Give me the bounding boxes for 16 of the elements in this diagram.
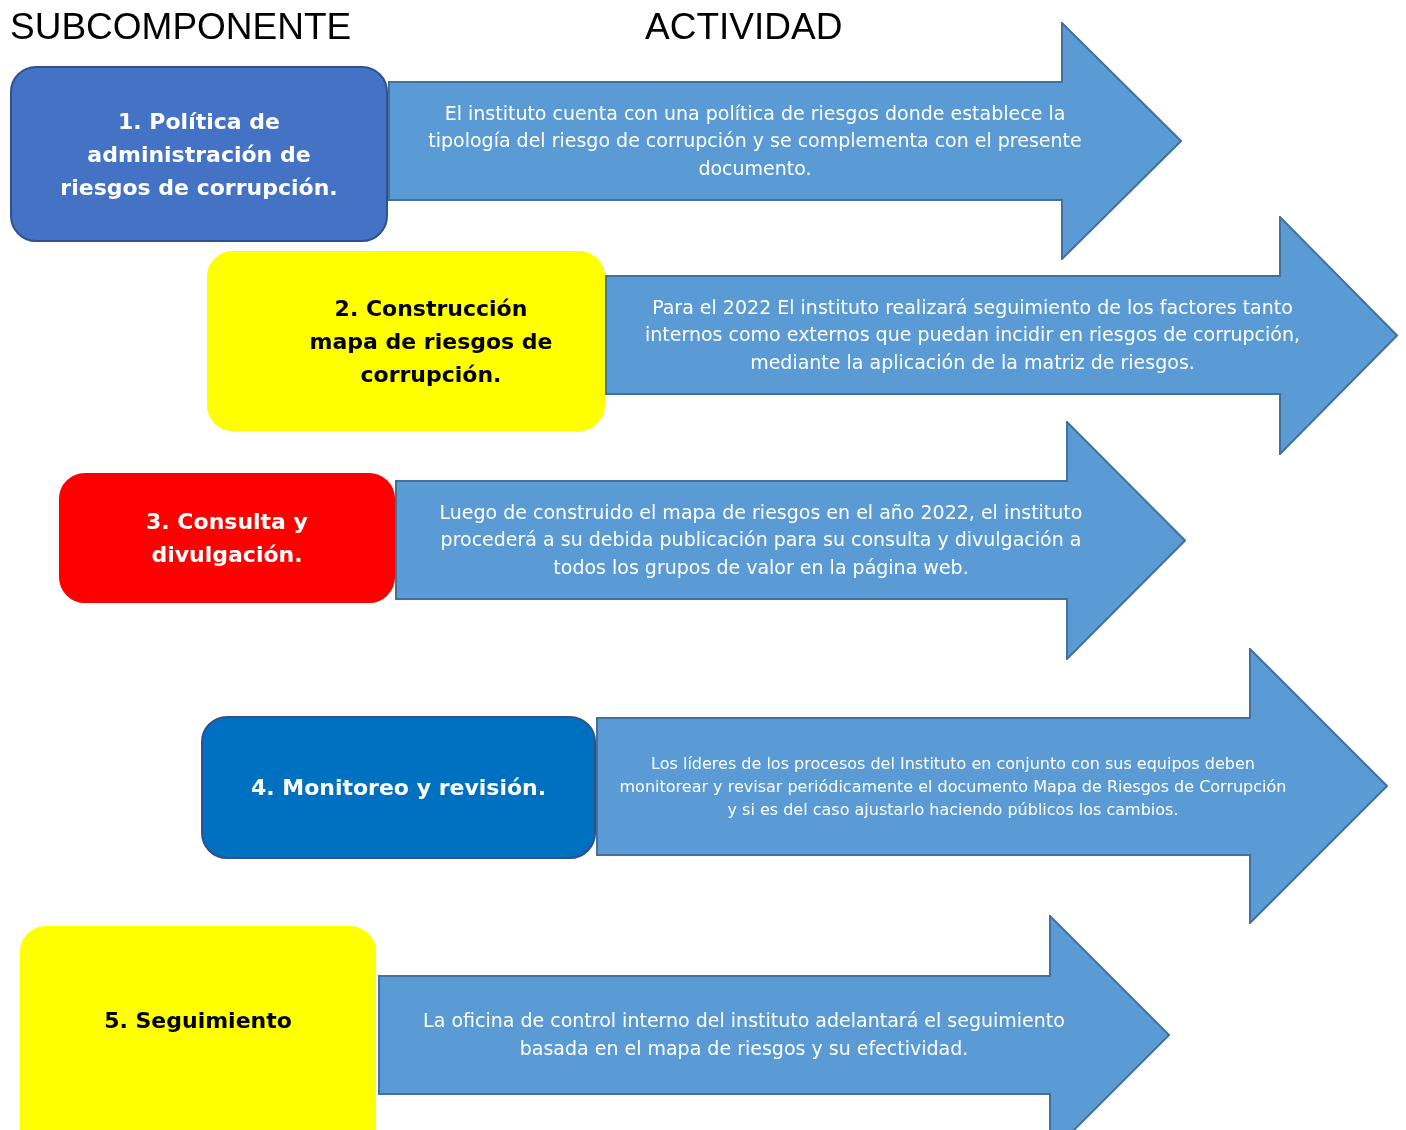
column-heading: ACTIVIDAD — [645, 6, 843, 48]
subcomponent-box: 2. Construcción mapa de riesgos de corrupción. — [207, 251, 605, 431]
subcomponent-box: 1. Política de administración de riesgos de corrupción. — [10, 66, 388, 242]
activity-text: Para el 2022 El instituto realizará seguimiento de los factores tanto internos como externos que puedan incidir en riesgos de corrupción, mediante la aplicación de la matriz de riesgos. — [644, 294, 1301, 375]
activity-banner — [596, 648, 1388, 924]
subcomponent-box: 5. Seguimiento — [20, 926, 376, 1130]
activity-banner — [378, 915, 1170, 1130]
activity-text: Luego de construido el mapa de riesgos en el año 2022, el instituto procederá a su debida publicación para su consulta y divulgación a todos los grupos de valor en la página web. — [438, 499, 1084, 580]
activity-banner — [395, 421, 1186, 660]
column-heading: SUBCOMPONENTE — [10, 6, 352, 48]
activity-text: Los líderes de los procesos del Instituto en conjunto con sus equipos deben monitorear y revisar periódicamente el documento Mapa de Riesgos de Corrupción y si es del caso ajustarlo haciendo públicos los cambios. — [618, 752, 1288, 822]
subcomponent-box: 3. Consulta y divulgación. — [59, 473, 395, 603]
activity-banner — [605, 216, 1398, 455]
activity-text: El instituto cuenta con una política de riesgos donde establece la tipología del riesgo de corrupción y se complementa con el presente documento. — [427, 100, 1083, 181]
subcomponent-box: 4. Monitoreo y revisión. — [201, 716, 596, 859]
activity-text: La oficina de control interno del instituto adelantará el seguimiento basada en el mapa de riesgos y su efectividad. — [422, 1008, 1066, 1061]
